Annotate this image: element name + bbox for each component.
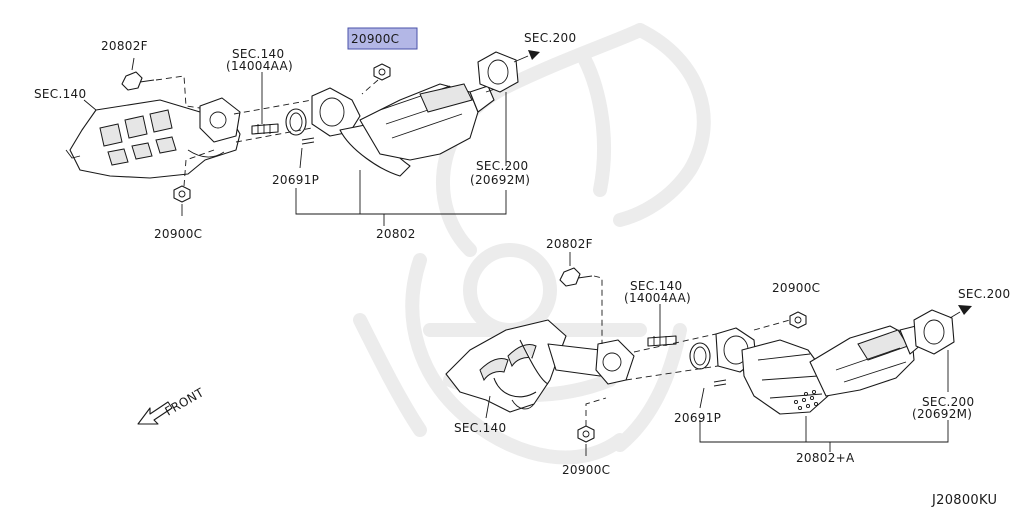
front-arrow-icon — [137, 401, 173, 425]
bottom-heat-shield-holes — [793, 389, 819, 411]
label-bot-bolt: 20802F — [546, 237, 593, 251]
top-highlight-nut — [361, 63, 391, 95]
label-top-sec200-code: (20692M) — [470, 173, 530, 187]
bottom-outlet-flange — [913, 305, 972, 355]
top-exhaust-manifold — [65, 97, 241, 179]
bottom-catalytic-converter — [715, 325, 923, 415]
label-bot-manifold-sec: SEC.140 — [454, 421, 506, 435]
label-top-bolt: 20802F — [101, 39, 148, 53]
bottom-gasket — [689, 342, 711, 370]
label-bot-stud-code: (14004AA) — [624, 291, 691, 305]
label-top-stud-code: (14004AA) — [226, 59, 293, 73]
top-stud — [251, 123, 279, 135]
bottom-sec200-arrowhead — [958, 305, 972, 315]
highlight-box — [347, 27, 418, 50]
label-top-assembly: 20802 — [376, 227, 416, 241]
label-top-manifold-sec: SEC.140 — [34, 87, 86, 101]
top-outlet-flange — [477, 50, 540, 93]
label-top-stud-sec: SEC.140 — [232, 47, 284, 61]
top-alignment-lines — [233, 99, 313, 143]
bottom-stud — [647, 335, 677, 347]
top-gasket — [285, 108, 307, 136]
label-bot-nut-upper: 20900C — [772, 281, 820, 295]
top-catalytic-converter — [311, 83, 499, 177]
label-bot-assembly: 20802+A — [796, 451, 855, 465]
label-top-lower-nut: 20900C — [154, 227, 202, 241]
top-lower-nut — [173, 149, 215, 203]
label-bot-gasket: 20691P — [674, 411, 721, 425]
top-leaders — [83, 57, 507, 226]
label-top-sec200-lower: SEC.200 — [476, 159, 528, 173]
bottom-gasket-studs — [713, 379, 727, 387]
label-bot-stud-sec: SEC.140 — [630, 279, 682, 293]
top-bolt — [121, 71, 201, 109]
top-gasket-studs — [301, 137, 315, 145]
label-bot-lower-nut: 20900C — [562, 463, 610, 477]
bottom-upper-nut — [789, 311, 807, 329]
bottom-bolt — [559, 267, 603, 344]
label-bot-sec200-code: (20692M) — [912, 407, 972, 421]
label-bot-sec200-lower: SEC.200 — [922, 395, 974, 409]
label-top-highlight-nut[interactable]: 20900C — [351, 32, 399, 46]
bottom-leaders — [485, 252, 949, 456]
label-top-sec200-arrow: SEC.200 — [524, 31, 576, 45]
bottom-lower-nut — [577, 397, 607, 443]
label-top-gasket: 20691P — [272, 173, 319, 187]
bottom-exhaust-manifold — [445, 319, 635, 413]
watermark-logo — [353, 23, 711, 465]
top-sec200-arrowhead — [528, 50, 540, 60]
bottom-alignment-lines — [625, 319, 791, 381]
diagram-code: J20800KU — [931, 493, 997, 508]
label-bot-sec200-arrow: SEC.200 — [958, 287, 1010, 301]
label-front: FRONT — [163, 385, 207, 419]
